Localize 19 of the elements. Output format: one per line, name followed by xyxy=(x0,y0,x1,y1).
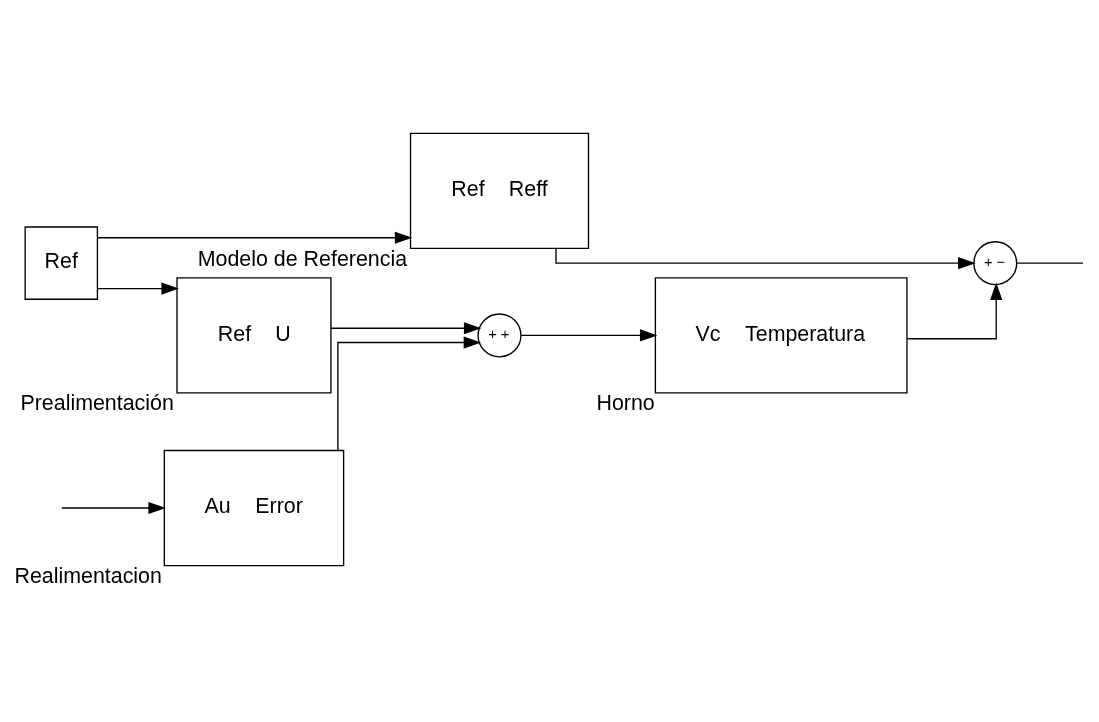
arrow xyxy=(96,231,413,244)
node-circle: + − xyxy=(973,240,1018,285)
connector xyxy=(1016,261,1084,264)
node-label: Modelo de Referencia xyxy=(197,246,408,271)
arrow xyxy=(520,328,658,341)
node-box: Au Error xyxy=(163,449,345,566)
node-box: Ref Reff xyxy=(409,132,590,249)
arrow xyxy=(906,282,1003,339)
node-box: Vc Temperatura xyxy=(654,276,908,394)
arrow xyxy=(337,335,482,451)
node-box: Ref U xyxy=(176,276,332,394)
node-label: Prealimentación xyxy=(20,390,174,415)
arrow xyxy=(61,501,166,514)
node-label: Realimentacion xyxy=(14,563,162,588)
arrow xyxy=(96,281,179,295)
arrow xyxy=(330,321,482,334)
node-circle: + + xyxy=(477,312,522,357)
node-label: Horno xyxy=(596,390,655,415)
node-box: Ref xyxy=(24,225,99,300)
